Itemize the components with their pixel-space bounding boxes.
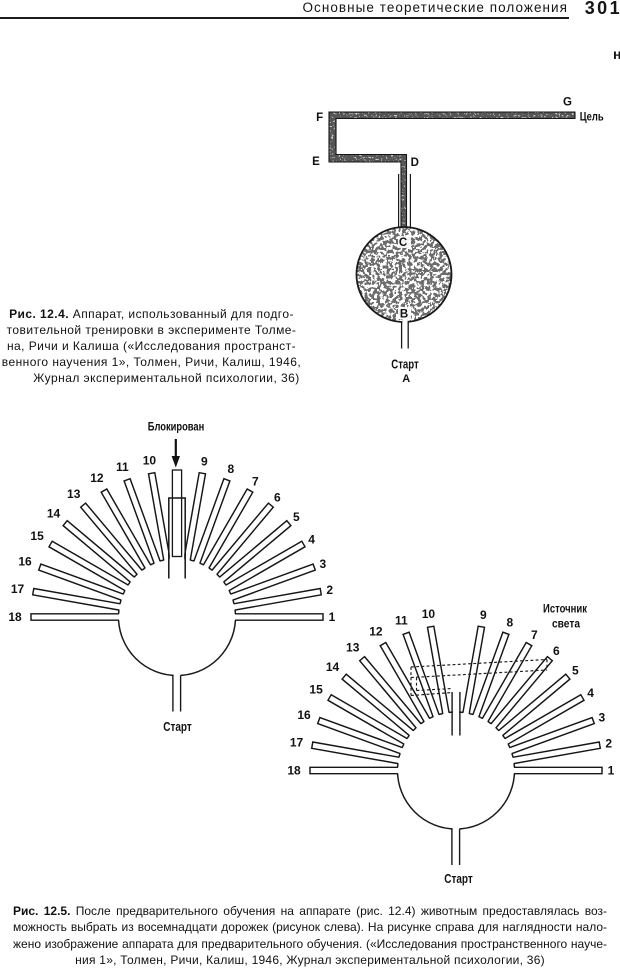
svg-text:B: B: [400, 309, 408, 321]
svg-text:15: 15: [30, 529, 44, 543]
svg-text:4: 4: [587, 686, 594, 700]
svg-text:16: 16: [297, 708, 311, 722]
svg-text:3: 3: [320, 557, 327, 571]
svg-text:А: А: [402, 373, 410, 385]
svg-text:10: 10: [422, 607, 436, 621]
svg-text:Старт: Старт: [163, 720, 192, 734]
svg-text:18: 18: [287, 764, 301, 778]
svg-text:14: 14: [47, 506, 61, 520]
svg-text:G: G: [563, 97, 572, 109]
svg-text:2: 2: [605, 737, 612, 751]
svg-text:1: 1: [608, 764, 615, 778]
svg-text:12: 12: [90, 471, 104, 485]
svg-text:света: света: [552, 617, 580, 631]
svg-text:8: 8: [227, 462, 234, 476]
svg-text:2: 2: [326, 583, 333, 597]
svg-text:E: E: [312, 156, 320, 168]
svg-text:9: 9: [480, 608, 487, 622]
svg-text:3: 3: [599, 710, 606, 724]
svg-text:7: 7: [252, 474, 259, 488]
svg-text:18: 18: [8, 610, 22, 624]
svg-text:17: 17: [11, 582, 25, 596]
svg-text:4: 4: [308, 532, 315, 546]
svg-text:D: D: [411, 157, 419, 169]
svg-text:14: 14: [326, 660, 340, 674]
svg-text:8: 8: [506, 616, 513, 630]
svg-text:15: 15: [309, 683, 323, 697]
svg-text:11: 11: [395, 613, 408, 627]
svg-text:Старт: Старт: [391, 358, 419, 372]
svg-text:16: 16: [18, 555, 32, 569]
svg-text:13: 13: [346, 640, 360, 654]
svg-text:Цель: Цель: [580, 110, 604, 124]
svg-text:10: 10: [143, 453, 157, 467]
svg-text:Старт: Старт: [444, 872, 473, 886]
svg-text:6: 6: [274, 490, 281, 504]
svg-text:12: 12: [369, 625, 383, 639]
svg-text:Источник: Источник: [543, 602, 588, 616]
svg-text:F: F: [316, 112, 323, 124]
svg-text:Блокирован: Блокирован: [148, 420, 205, 434]
svg-text:5: 5: [572, 663, 579, 677]
svg-text:13: 13: [67, 487, 81, 501]
svg-text:1: 1: [329, 610, 336, 624]
svg-text:11: 11: [116, 460, 129, 474]
svg-text:9: 9: [201, 455, 208, 469]
svg-text:7: 7: [531, 628, 538, 642]
svg-text:17: 17: [290, 735, 304, 749]
svg-text:5: 5: [293, 510, 300, 524]
svg-text:6: 6: [553, 644, 560, 658]
svg-text:C: C: [399, 237, 407, 249]
